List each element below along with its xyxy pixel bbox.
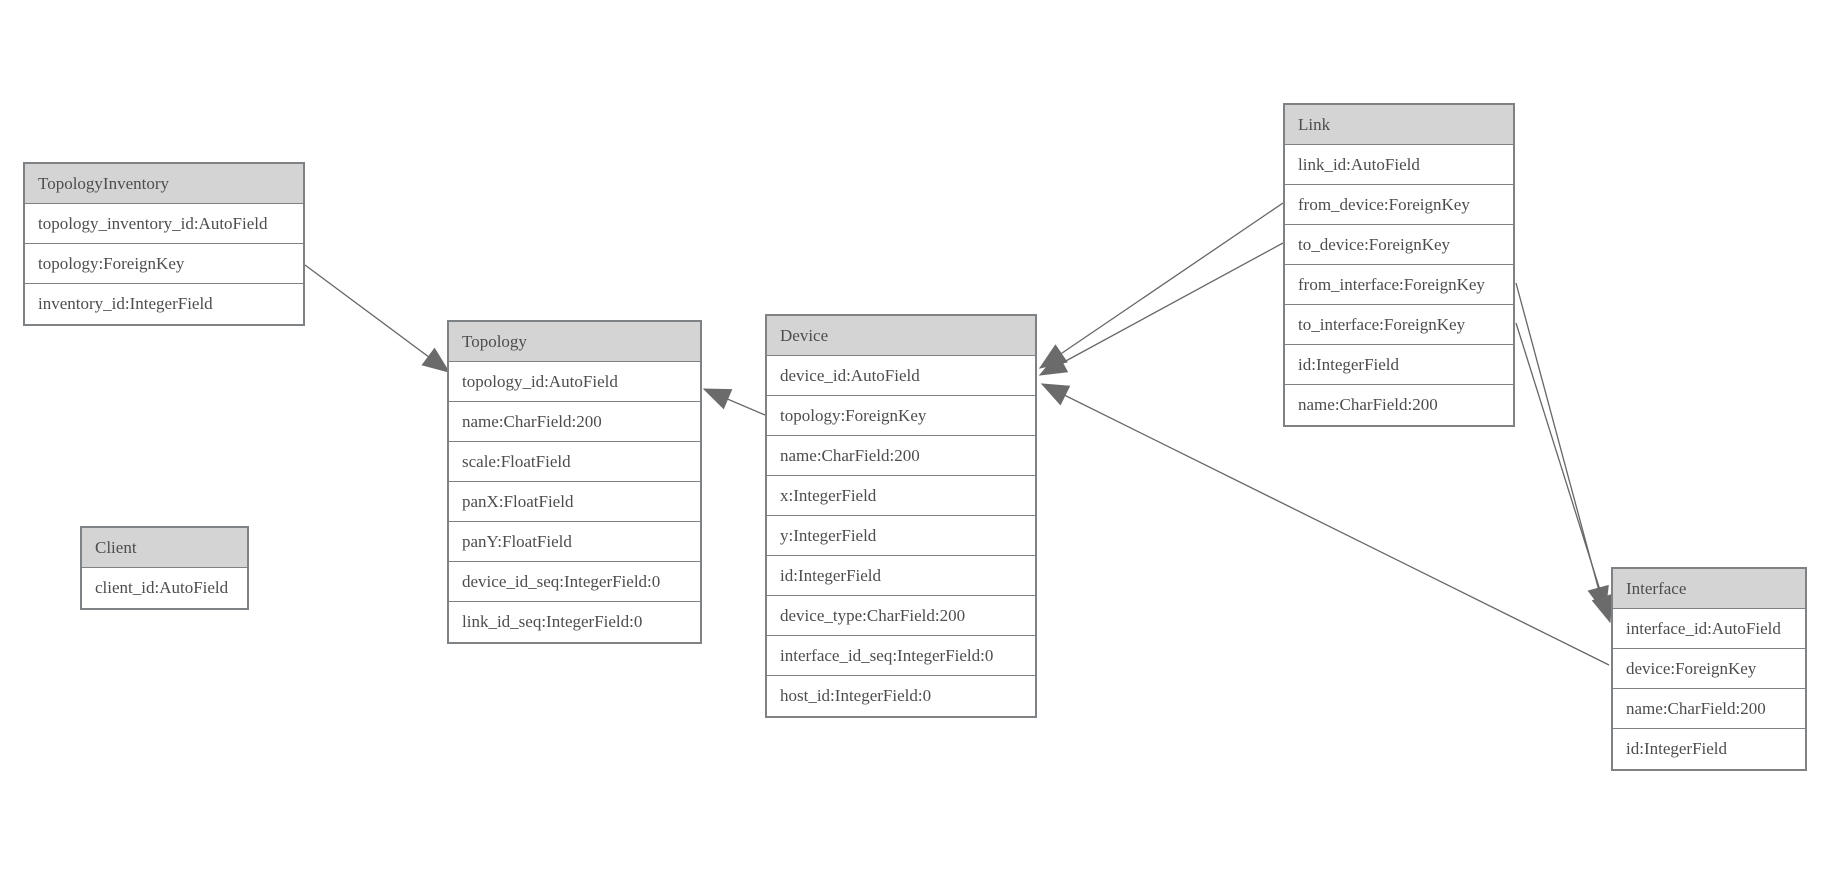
field-row-topology-device_id_seq: device_id_seq:IntegerField:0: [449, 562, 700, 602]
field-row-topology-scale: scale:FloatField: [449, 442, 700, 482]
field-row-device-topology: topology:ForeignKey: [767, 396, 1035, 436]
field-row-topology-topology_id: topology_id:AutoField: [449, 362, 700, 402]
edge-topologyinventory-topology-to-topology: [304, 264, 451, 373]
entity-title-topology: Topology: [449, 322, 700, 362]
field-row-topology-panX: panX:FloatField: [449, 482, 700, 522]
entity-title-client: Client: [82, 528, 247, 568]
field-row-link-from_interface: from_interface:ForeignKey: [1285, 265, 1513, 305]
field-row-topology-name: name:CharField:200: [449, 402, 700, 442]
entity-title-link: Link: [1285, 105, 1513, 145]
entity-title-device: Device: [767, 316, 1035, 356]
field-row-topology-link_id_seq: link_id_seq:IntegerField:0: [449, 602, 700, 642]
field-row-interface-interface_id: interface_id:AutoField: [1613, 609, 1805, 649]
edge-link-from-interface-to-interface: [1515, 282, 1609, 615]
field-row-link-name: name:CharField:200: [1285, 385, 1513, 425]
field-row-device-device_type: device_type:CharField:200: [767, 596, 1035, 636]
field-row-device-host_id: host_id:IntegerField:0: [767, 676, 1035, 716]
field-row-interface-name: name:CharField:200: [1613, 689, 1805, 729]
field-row-topology-inventory-topology_inventory_id: topology_inventory_id:AutoField: [25, 204, 303, 244]
field-row-topology-panY: panY:FloatField: [449, 522, 700, 562]
edge-link-from-device-to-device: [1038, 202, 1284, 369]
field-row-device-device_id: device_id:AutoField: [767, 356, 1035, 396]
field-row-topology-inventory-inventory_id: inventory_id:IntegerField: [25, 284, 303, 324]
field-row-device-y: y:IntegerField: [767, 516, 1035, 556]
field-row-link-id: id:IntegerField: [1285, 345, 1513, 385]
field-row-client-client_id: client_id:AutoField: [82, 568, 247, 608]
field-row-link-link_id: link_id:AutoField: [1285, 145, 1513, 185]
field-row-device-interface_id_seq: interface_id_seq:IntegerField:0: [767, 636, 1035, 676]
field-row-link-from_device: from_device:ForeignKey: [1285, 185, 1513, 225]
field-row-device-name: name:CharField:200: [767, 436, 1035, 476]
field-row-link-to_interface: to_interface:ForeignKey: [1285, 305, 1513, 345]
field-row-topology-inventory-topology: topology:ForeignKey: [25, 244, 303, 284]
entity-title-topology-inventory: TopologyInventory: [25, 164, 303, 204]
field-row-link-to_device: to_device:ForeignKey: [1285, 225, 1513, 265]
field-row-device-id: id:IntegerField: [767, 556, 1035, 596]
field-row-interface-id: id:IntegerField: [1613, 729, 1805, 769]
field-row-interface-device: device:ForeignKey: [1613, 649, 1805, 689]
edge-link-to-device-to-device: [1038, 242, 1284, 376]
field-row-device-x: x:IntegerField: [767, 476, 1035, 516]
edge-device-topology-to-topology: [702, 388, 766, 416]
entity-title-interface: Interface: [1613, 569, 1805, 609]
edge-link-to-interface-to-interface: [1515, 322, 1613, 624]
